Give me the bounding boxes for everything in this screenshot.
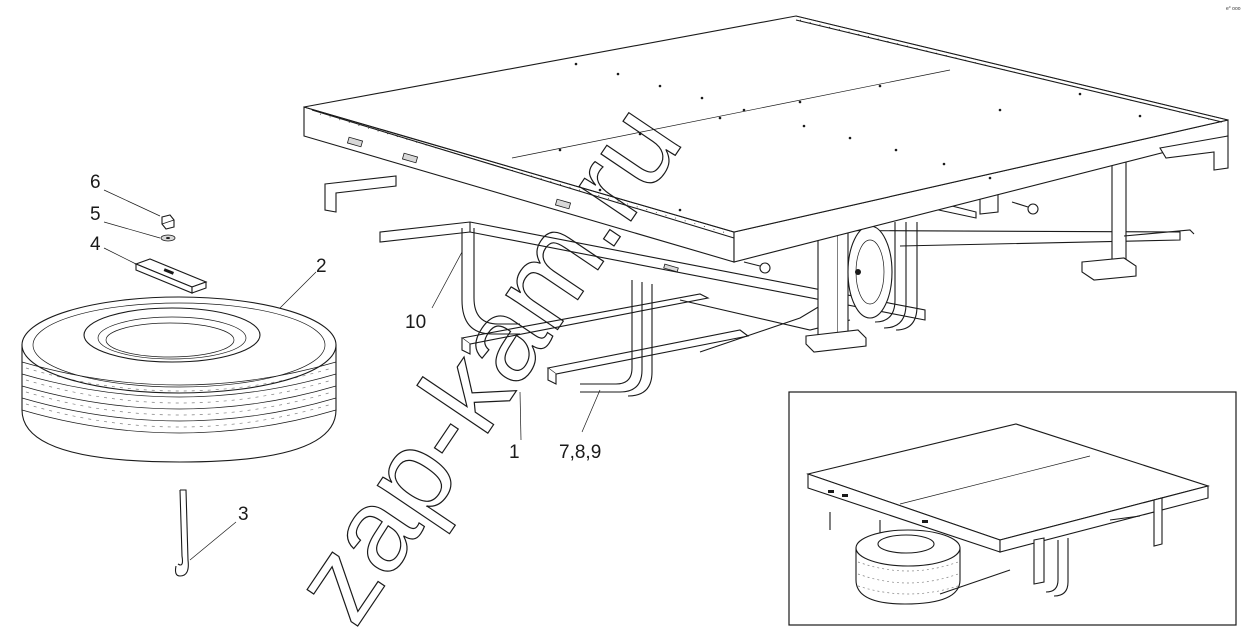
- callout-4: 4: [90, 234, 101, 255]
- spare-tire: [21, 296, 337, 463]
- callout-2: 2: [316, 256, 327, 277]
- nut-part-6: [161, 214, 175, 230]
- callout-3: 3: [238, 504, 249, 525]
- assembled-inset-view: [788, 391, 1237, 626]
- corner-code: e° ooo: [1226, 6, 1241, 12]
- platform-assembly: [303, 15, 1229, 397]
- washer-part-5: [160, 234, 176, 242]
- clamp-plate-part-4: [134, 258, 208, 294]
- callout-7-8-9: 7,8,9: [559, 442, 601, 463]
- hook-bolt-part-3: [174, 489, 189, 577]
- callout-1: 1: [509, 442, 520, 463]
- callout-6: 6: [90, 172, 101, 193]
- leader-lines: [103, 189, 601, 561]
- callout-5: 5: [90, 204, 101, 225]
- callout-10: 10: [405, 312, 426, 333]
